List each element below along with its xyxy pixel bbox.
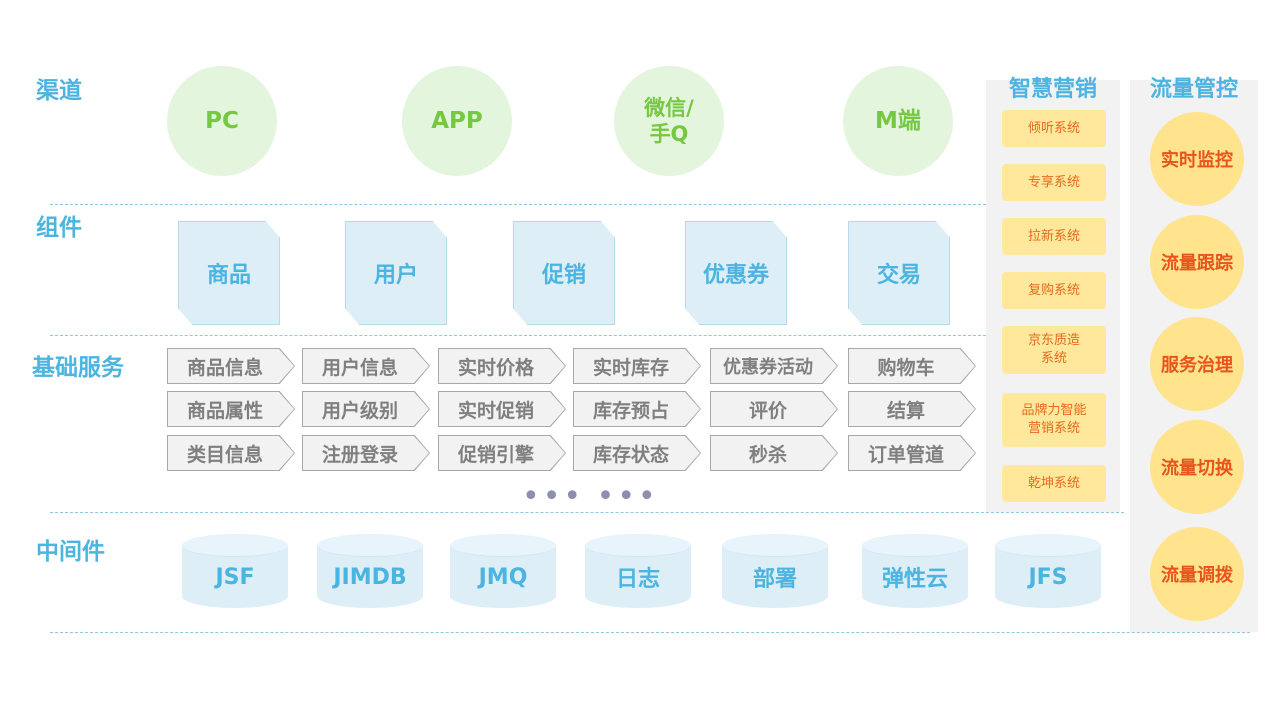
base-service-tag: 商品属性 xyxy=(167,391,295,427)
base-service-tag: 实时价格 xyxy=(438,348,566,384)
channel-circle: 微信/ 手Q xyxy=(614,66,724,176)
middleware-cylinder: 部署 xyxy=(722,534,828,608)
separator-line xyxy=(50,335,986,336)
marketing-item: 复购系统 xyxy=(1002,272,1106,309)
base-service-tag: 实时促销 xyxy=(438,391,566,427)
row-label-channel: 渠道 xyxy=(36,78,82,104)
traffic-circle: 服务治理 xyxy=(1150,317,1244,411)
base-service-tag: 评价 xyxy=(710,391,838,427)
separator-line xyxy=(50,512,1124,513)
marketing-item: 倾听系统 xyxy=(1002,110,1106,147)
traffic-circle: 实时监控 xyxy=(1150,112,1244,206)
base-service-tag: 库存预占 xyxy=(573,391,701,427)
component-card: 用户 xyxy=(345,221,447,325)
base-service-tag: 优惠券活动 xyxy=(710,348,838,384)
base-service-tag: 库存状态 xyxy=(573,435,701,471)
channel-circle: PC xyxy=(167,66,277,176)
component-card: 优惠券 xyxy=(685,221,787,325)
base-service-tag: 用户级别 xyxy=(302,391,430,427)
marketing-item: 专享系统 xyxy=(1002,164,1106,201)
marketing-item: 拉新系统 xyxy=(1002,218,1106,255)
channel-circle: APP xyxy=(402,66,512,176)
row-label-middleware: 中间件 xyxy=(36,539,105,565)
middleware-cylinder: JIMDB xyxy=(317,534,423,608)
component-card: 商品 xyxy=(178,221,280,325)
separator-line xyxy=(50,204,986,205)
component-card: 交易 xyxy=(848,221,950,325)
base-service-tag: 结算 xyxy=(848,391,976,427)
marketing-item: 品牌力智能 营销系统 xyxy=(1002,393,1106,447)
base-service-tag: 秒杀 xyxy=(710,435,838,471)
base-service-tag: 用户信息 xyxy=(302,348,430,384)
traffic-title: 流量管控 xyxy=(1149,77,1238,102)
middleware-cylinder: JSF xyxy=(182,534,288,608)
ellipsis-dots: ••• ••• xyxy=(522,479,659,514)
marketing-item: 乾坤系统 xyxy=(1002,465,1106,502)
base-service-tag: 订单管道 xyxy=(848,435,976,471)
traffic-circle: 流量切换 xyxy=(1150,420,1244,514)
base-service-tag: 商品信息 xyxy=(167,348,295,384)
traffic-circle: 流量跟踪 xyxy=(1150,215,1244,309)
base-service-tag: 注册登录 xyxy=(302,435,430,471)
row-label-base: 基础服务 xyxy=(32,355,124,381)
base-service-tag: 实时库存 xyxy=(573,348,701,384)
separator-line xyxy=(50,632,1250,633)
base-service-tag: 促销引擎 xyxy=(438,435,566,471)
marketing-item: 京东质造 系统 xyxy=(1002,326,1106,374)
middleware-cylinder: JMQ xyxy=(450,534,556,608)
row-label-component: 组件 xyxy=(36,215,82,241)
base-service-tag: 类目信息 xyxy=(167,435,295,471)
middleware-cylinder: 弹性云 xyxy=(862,534,968,608)
base-service-tag: 购物车 xyxy=(848,348,976,384)
middleware-cylinder: JFS xyxy=(995,534,1101,608)
traffic-circle: 流量调拨 xyxy=(1150,527,1244,621)
marketing-title: 智慧营销 xyxy=(1008,77,1097,102)
channel-circle: M端 xyxy=(843,66,953,176)
middleware-cylinder: 日志 xyxy=(585,534,691,608)
component-card: 促销 xyxy=(513,221,615,325)
